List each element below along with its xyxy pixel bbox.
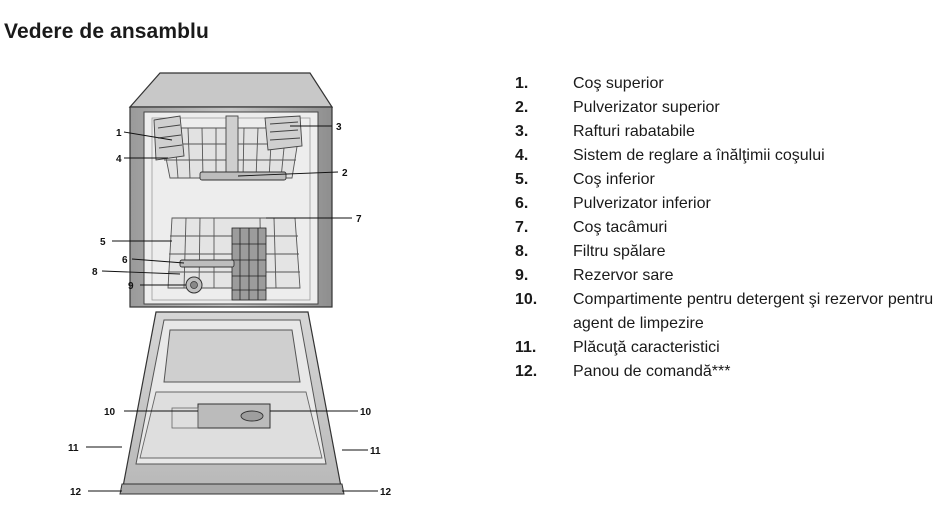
legend-item-3: 3. Rafturi rabatabile — [515, 120, 945, 144]
legend-item-6: 6. Pulverizator inferior — [515, 192, 945, 216]
parts-legend: 1. Coş superior 2. Pulverizator superior… — [515, 72, 945, 384]
callout-8: 8 — [92, 267, 98, 278]
legend-label: Compartimente pentru detergent şi rezerv… — [573, 291, 934, 332]
legend-item-1: 1. Coş superior — [515, 72, 945, 96]
callout-10-right: 10 — [360, 407, 372, 418]
callout-lines — [86, 125, 378, 492]
callout-10-left: 10 — [104, 407, 116, 418]
dishwasher-diagram: 1 4 3 2 7 5 6 8 9 10 10 11 11 12 12 — [68, 72, 392, 498]
callout-3: 3 — [336, 122, 342, 133]
cutlery-basket — [231, 227, 267, 301]
callout-5: 5 — [100, 237, 106, 248]
legend-label: Sistem de reglare a înălţimii coşului — [573, 147, 825, 164]
page-title: Vedere de ansamblu — [4, 20, 209, 43]
legend-number: 2. — [515, 99, 529, 116]
cabinet-top — [128, 72, 334, 108]
legend-number: 6. — [515, 195, 529, 212]
legend-label: Coş tacâmuri — [573, 219, 668, 236]
legend-label: Plăcuţă caracteristici — [573, 339, 720, 356]
legend-number: 10. — [515, 291, 538, 308]
callout-12-left: 12 — [70, 487, 82, 498]
legend-item-7: 7. Coş tacâmuri — [515, 216, 945, 240]
callout-4: 4 — [116, 154, 122, 165]
legend-number: 9. — [515, 267, 529, 284]
legend-item-9: 9. Rezervor sare — [515, 264, 945, 288]
lower-spray-arm — [179, 259, 235, 268]
callout-2: 2 — [342, 168, 348, 179]
legend-item-2: 2. Pulverizator superior — [515, 96, 945, 120]
legend-number: 5. — [515, 171, 529, 188]
callout-9: 9 — [128, 281, 134, 292]
legend-label: Coş superior — [573, 75, 664, 92]
legend-item-11: 11. Plăcuţă caracteristici — [515, 336, 945, 360]
legend-label: Filtru spălare — [573, 243, 666, 260]
legend-number: 7. — [515, 219, 529, 236]
legend-label: Panou de comandă*** — [573, 363, 731, 380]
legend-number: 3. — [515, 123, 529, 140]
door-window — [163, 329, 301, 383]
foldable-racks — [153, 115, 303, 161]
legend-number: 8. — [515, 243, 529, 260]
legend-label: Rafturi rabatabile — [573, 123, 695, 140]
legend-item-4: 4. Sistem de reglare a înălţimii coşului — [515, 144, 945, 168]
legend-label: Rezervor sare — [573, 267, 674, 284]
legend-number: 4. — [515, 147, 529, 164]
callout-11-right: 11 — [370, 446, 381, 457]
legend-item-8: 8. Filtru spălare — [515, 240, 945, 264]
legend-number: 11. — [515, 339, 537, 356]
callout-7: 7 — [356, 214, 362, 225]
legend-number: 12. — [515, 363, 538, 380]
legend-item-12: 12. Panou de comandă*** — [515, 360, 945, 384]
legend-label: Coş inferior — [573, 171, 655, 188]
detergent-dispenser — [197, 403, 271, 429]
control-panel — [119, 483, 345, 495]
legend-label: Pulverizator inferior — [573, 195, 711, 212]
central-pipe — [225, 115, 239, 179]
legend-label: Pulverizator superior — [573, 99, 720, 116]
legend-item-5: 5. Coş inferior — [515, 168, 945, 192]
callout-6: 6 — [122, 255, 128, 266]
callout-12-right: 12 — [380, 487, 392, 498]
callout-11-left: 11 — [68, 443, 79, 454]
legend-item-10: 10. Compartimente pentru detergent şi re… — [515, 288, 945, 336]
legend-number: 1. — [515, 75, 529, 92]
callout-1: 1 — [116, 128, 122, 139]
